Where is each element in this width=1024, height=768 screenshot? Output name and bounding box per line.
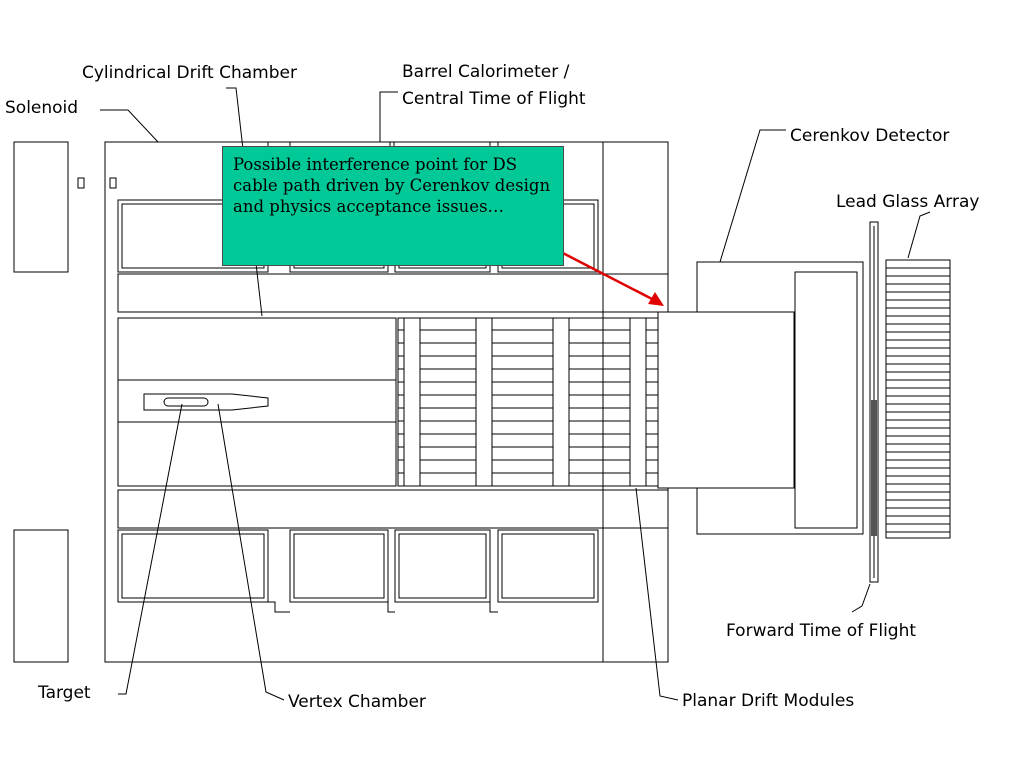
solenoid-end-block-lower <box>13 529 69 663</box>
end-block-tab <box>109 177 117 189</box>
label-cylindrical-drift-chamber: Cylindrical Drift Chamber <box>82 63 297 83</box>
label-barrel-calorimeter-line1: Barrel Calorimeter / <box>402 62 570 82</box>
cylindrical-drift-chamber <box>117 317 397 487</box>
interference-note: Possible interference point for DS cable… <box>222 146 564 266</box>
barrel-calorimeter-lower <box>117 529 599 613</box>
label-solenoid: Solenoid <box>5 98 78 118</box>
planar-drift-modules <box>397 317 659 487</box>
central-tof-upper <box>117 273 669 313</box>
end-block-tab <box>77 177 85 189</box>
cerenkov-detector <box>657 261 864 535</box>
label-lead-glass-array: Lead Glass Array <box>836 192 979 212</box>
vertex-chamber <box>143 393 269 411</box>
lead-glass-array <box>885 259 951 539</box>
central-tof-lower <box>117 489 669 529</box>
label-planar-drift-modules: Planar Drift Modules <box>682 691 854 711</box>
solenoid-end-block-upper <box>13 141 69 273</box>
label-barrel-calorimeter-line2: Central Time of Flight <box>402 89 586 109</box>
label-forward-time-of-flight: Forward Time of Flight <box>726 621 916 641</box>
label-cerenkov-detector: Cerenkov Detector <box>790 126 949 146</box>
label-target: Target <box>37 683 91 703</box>
forward-tof-wall <box>869 221 879 583</box>
label-vertex-chamber: Vertex Chamber <box>288 692 426 712</box>
